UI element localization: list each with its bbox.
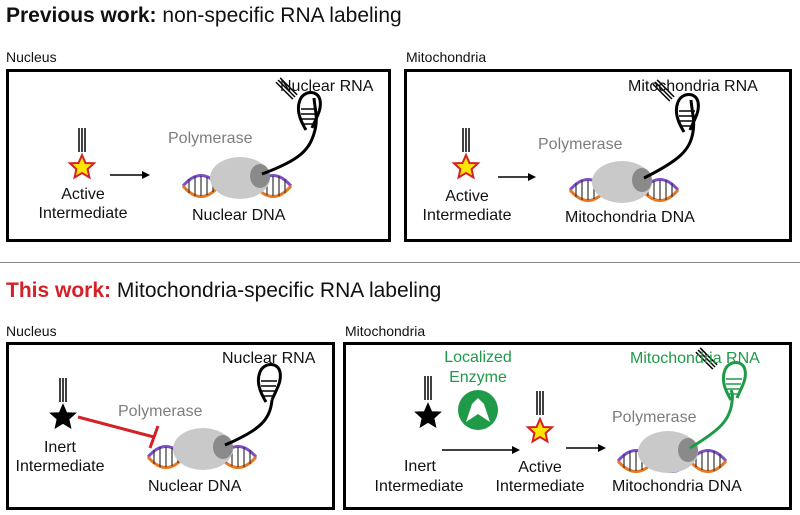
- panel-this-nucleus: [6, 342, 335, 510]
- alkyne-icon: [78, 127, 86, 153]
- rna-hairpin-icon: [674, 93, 700, 134]
- section-label-mitochondria-top: Mitochondria: [406, 49, 487, 65]
- intermediate-label: Intermediate: [374, 478, 464, 495]
- nuclear-rna-label: Nuclear RNA: [280, 78, 374, 95]
- mitochondria-dna-label: Mitochondria DNA: [612, 478, 742, 495]
- rna-strand-green-icon: [689, 389, 734, 450]
- active-label: Active: [61, 186, 105, 203]
- mitochondria-dna-label: Mitochondria DNA: [565, 209, 695, 226]
- rna-hairpin-icon: [256, 363, 282, 404]
- intermediate-label: Intermediate: [15, 458, 105, 475]
- active-label: Active: [445, 188, 489, 205]
- panel-previous-nucleus: [6, 69, 391, 242]
- localized-label: Localized: [444, 349, 512, 366]
- nuclear-dna-label: Nuclear DNA: [148, 478, 242, 495]
- alkyne-icon: [462, 127, 470, 153]
- panel-previous-mitochondria: [404, 69, 792, 242]
- inert-star-icon: [50, 404, 76, 429]
- intermediate-label: Intermediate: [495, 478, 585, 495]
- polymerase-label: Polymerase: [168, 130, 253, 147]
- this-work-heading: This work: Mitochondria-specific RNA lab…: [6, 279, 441, 303]
- section-label-nucleus-top: Nucleus: [6, 49, 57, 65]
- enzyme-label: Enzyme: [449, 369, 507, 386]
- section-divider: [0, 262, 800, 263]
- arrow-icon: [498, 173, 536, 181]
- polymerase-label: Polymerase: [538, 136, 623, 153]
- polymerase-label: Polymerase: [118, 403, 203, 420]
- inert-label: Inert: [43, 439, 76, 456]
- arrow-icon: [110, 171, 150, 179]
- panel-this-mitochondria: [343, 342, 792, 510]
- intermediate-label: Intermediate: [422, 207, 512, 224]
- section-label-mitochondria-bottom: Mitochondria: [345, 323, 426, 339]
- active-star-icon: [527, 418, 553, 443]
- inert-star-icon: [415, 403, 441, 428]
- polymerase-icon: [592, 161, 652, 203]
- polymerase-label: Polymerase: [612, 409, 697, 426]
- mitochondria-rna-label: Mitochondria RNA: [630, 350, 760, 367]
- alkyne-icon: [536, 390, 544, 416]
- section-label-nucleus-bottom: Nucleus: [6, 323, 57, 339]
- nuclear-rna-label: Nuclear RNA: [222, 350, 316, 367]
- polymerase-icon: [638, 431, 698, 473]
- previous-work-heading-bold: Previous work:: [6, 4, 157, 27]
- this-work-heading-bold: This work:: [6, 279, 112, 302]
- polymerase-icon: [173, 428, 233, 470]
- rna-strand-icon: [224, 399, 274, 447]
- inert-label: Inert: [403, 458, 436, 475]
- enzyme-icon: [458, 390, 498, 430]
- mitochondria-rna-label: Mitochondria RNA: [628, 78, 758, 95]
- previous-work-heading-rest: non-specific RNA labeling: [156, 4, 402, 27]
- rna-hairpin-green-icon: [721, 361, 747, 401]
- active-star-icon: [453, 154, 479, 179]
- active-label: Active: [518, 459, 562, 476]
- alkyne-icon: [59, 377, 67, 403]
- polymerase-icon: [210, 157, 270, 199]
- active-star-icon: [69, 154, 95, 179]
- intermediate-label: Intermediate: [38, 205, 128, 222]
- inhibition-icon: [77, 415, 160, 449]
- previous-work-heading: Previous work: non-specific RNA labeling: [6, 4, 402, 28]
- arrow-icon: [566, 444, 606, 452]
- arrow-icon: [442, 446, 520, 454]
- nuclear-dna-label: Nuclear DNA: [192, 207, 286, 224]
- this-work-heading-rest: Mitochondria-specific RNA labeling: [111, 279, 442, 302]
